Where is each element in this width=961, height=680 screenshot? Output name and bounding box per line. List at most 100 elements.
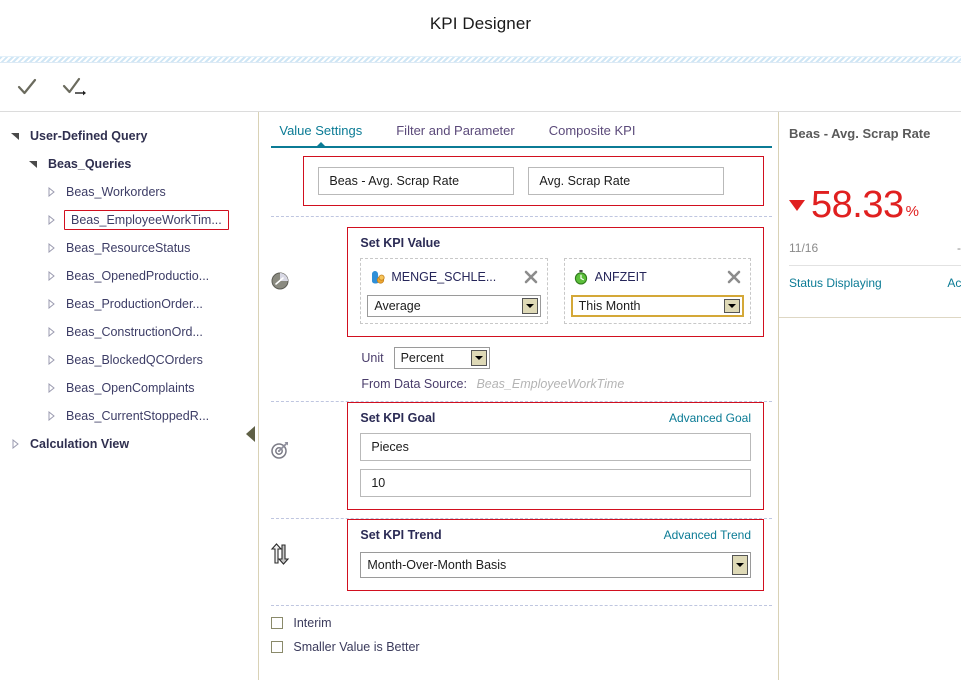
aggregation-value: Average — [374, 299, 421, 313]
tree-collapsed-icon[interactable] — [42, 355, 60, 365]
sidebar-item-beas-resourcestatus[interactable]: Beas_ResourceStatus — [0, 234, 258, 262]
preview-link-row: Status Displaying Actio — [789, 276, 961, 290]
tree-collapsed-icon[interactable] — [42, 299, 60, 309]
measure-chip: MENGE_SCHLE... Average — [360, 258, 548, 324]
sidebar-item-beas-blockedqcorders[interactable]: Beas_BlockedQCOrders — [0, 346, 258, 374]
sidebar-item-beas-currentstoppedr[interactable]: Beas_CurrentStoppedR... — [0, 402, 258, 430]
active-tab-caret-icon — [315, 142, 326, 147]
aggregation-dropdown-arrow-icon[interactable] — [521, 298, 538, 314]
kpi-name-group — [303, 156, 764, 206]
goal-value-input[interactable] — [360, 469, 751, 497]
kpi-preview-panel: Beas - Avg. Scrap Rate 58.33 % 11/16 - S… — [778, 112, 961, 680]
set-kpi-trend-section: Set KPI Trend Advanced Trend Month-Over-… — [259, 519, 778, 591]
kpi-preview-card: Beas - Avg. Scrap Rate 58.33 % 11/16 - S… — [789, 126, 961, 290]
kpi-name-input[interactable] — [318, 167, 515, 195]
trend-down-arrow-icon — [789, 200, 805, 212]
tree-expanded-icon[interactable] — [24, 159, 42, 169]
tab-bar: Value Settings Filter and Parameter Comp… — [259, 112, 778, 147]
sidebar-item-calculation-view[interactable]: Calculation View — [0, 430, 258, 458]
triangle-right-icon — [48, 327, 55, 337]
tab-composite-kpi-label: Composite KPI — [548, 123, 636, 138]
divider-after-goal — [271, 518, 772, 519]
aggregation-select[interactable]: Average — [367, 295, 541, 317]
sidebar-item-label: Beas_EmployeeWorkTim... — [64, 210, 229, 230]
remove-measure-icon[interactable] — [523, 269, 539, 285]
measure-field-label: MENGE_SCHLE... — [391, 270, 497, 284]
tree-collapsed-icon[interactable] — [42, 327, 60, 337]
option-interim-row: Interim — [271, 616, 778, 630]
time-period-dropdown-arrow-icon[interactable] — [723, 299, 740, 313]
tree-collapsed-icon[interactable] — [6, 439, 24, 449]
goal-unit-input[interactable] — [360, 433, 751, 461]
sidebar-item-user-defined-query[interactable]: User-Defined Query — [0, 122, 258, 150]
trend-basis-dropdown-arrow-icon[interactable] — [732, 555, 748, 575]
status-displaying-link[interactable]: Status Displaying — [789, 276, 882, 291]
advanced-trend-link[interactable]: Advanced Trend — [663, 528, 751, 542]
sidebar-item-label: Beas_OpenComplaints — [66, 381, 195, 395]
set-kpi-value-section: Set KPI Value MENGE_SCHLE... — [259, 227, 778, 391]
gauge-icon — [271, 272, 289, 290]
unit-row: Unit Percent — [361, 347, 778, 369]
sidebar-item-beas-constructionord[interactable]: Beas_ConstructionOrd... — [0, 318, 258, 346]
sidebar-item-label: User-Defined Query — [30, 129, 148, 143]
tree-collapsed-icon[interactable] — [42, 383, 60, 393]
sidebar-item-beas-workorders[interactable]: Beas_Workorders — [0, 178, 258, 206]
tree-collapsed-icon[interactable] — [42, 187, 60, 197]
preview-date: 11/16 — [789, 241, 819, 256]
tree-collapsed-icon[interactable] — [42, 271, 60, 281]
tree-collapsed-icon[interactable] — [42, 411, 60, 421]
sidebar-item-beas-opencomplaints[interactable]: Beas_OpenComplaints — [0, 374, 258, 402]
data-source-value: Beas_EmployeeWorkTime — [476, 377, 625, 391]
sidebar-item-label: Beas_CurrentStoppedR... — [66, 409, 210, 423]
apply-button[interactable] — [56, 70, 94, 104]
time-chip: ANFZEIT This Month — [563, 258, 751, 324]
target-icon-wrap — [265, 440, 295, 460]
confirm-button[interactable] — [8, 70, 46, 104]
chevron-left-icon — [246, 426, 256, 442]
tree-collapsed-icon[interactable] — [42, 215, 60, 225]
preview-value-row: 58.33 % — [789, 184, 961, 226]
set-kpi-trend-title: Set KPI Trend — [360, 528, 442, 542]
collapse-panel-handle[interactable] — [243, 422, 259, 446]
tab-filter-and-parameter[interactable]: Filter and Parameter — [392, 123, 519, 146]
time-field-label: ANFZEIT — [594, 270, 647, 284]
page-title: KPI Designer — [429, 14, 532, 33]
tab-filter-and-parameter-label: Filter and Parameter — [396, 123, 515, 138]
interim-checkbox[interactable] — [271, 617, 284, 629]
tab-composite-kpi[interactable]: Composite KPI — [545, 123, 640, 146]
sidebar-item-label: Beas_ConstructionOrd... — [66, 325, 203, 339]
unit-select[interactable]: Percent — [393, 347, 490, 369]
unit-label: Unit — [361, 351, 384, 365]
trend-basis-select[interactable]: Month-Over-Month Basis — [360, 552, 751, 578]
target-icon — [271, 442, 289, 459]
sidebar-item-label: Beas_Workorders — [66, 185, 166, 199]
title-bar: KPI Designer — [0, 0, 961, 56]
remove-time-icon[interactable] — [726, 269, 742, 285]
sidebar-item-beas-openedproductio[interactable]: Beas_OpenedProductio... — [0, 262, 258, 290]
kpi-description-input[interactable] — [528, 167, 725, 195]
sidebar-item-label: Beas_BlockedQCOrders — [66, 353, 203, 367]
tab-value-settings[interactable]: Value Settings — [275, 123, 366, 147]
advanced-goal-link[interactable]: Advanced Goal — [668, 411, 751, 425]
tree-expanded-icon[interactable] — [6, 131, 24, 141]
preview-meta-row: 11/16 - — [789, 241, 961, 255]
preview-value: 58.33 — [811, 184, 904, 226]
unit-dropdown-arrow-icon[interactable] — [470, 350, 487, 366]
sidebar-item-beas-productionorder[interactable]: Beas_ProductionOrder... — [0, 290, 258, 318]
triangle-down-icon — [29, 161, 37, 168]
sidebar-item-beas-queries[interactable]: Beas_Queries — [0, 150, 258, 178]
sidebar-item-beas-employeeworktim[interactable]: Beas_EmployeeWorkTim... — [0, 206, 258, 234]
kpi-value-box: Set KPI Value MENGE_SCHLE... — [347, 227, 764, 337]
time-period-select[interactable]: This Month — [570, 295, 744, 317]
smaller-value-is-better-checkbox[interactable] — [271, 641, 284, 653]
tree-collapsed-icon[interactable] — [42, 243, 60, 253]
action-link[interactable]: Actio — [947, 276, 961, 291]
smaller-value-is-better-label: Smaller Value is Better — [293, 640, 420, 654]
time-period-value: This Month — [578, 299, 641, 313]
tab-value-settings-label: Value Settings — [279, 123, 363, 138]
triangle-right-icon — [12, 439, 19, 449]
unit-value: Percent — [400, 351, 444, 365]
trend-basis-value: Month-Over-Month Basis — [367, 558, 507, 572]
